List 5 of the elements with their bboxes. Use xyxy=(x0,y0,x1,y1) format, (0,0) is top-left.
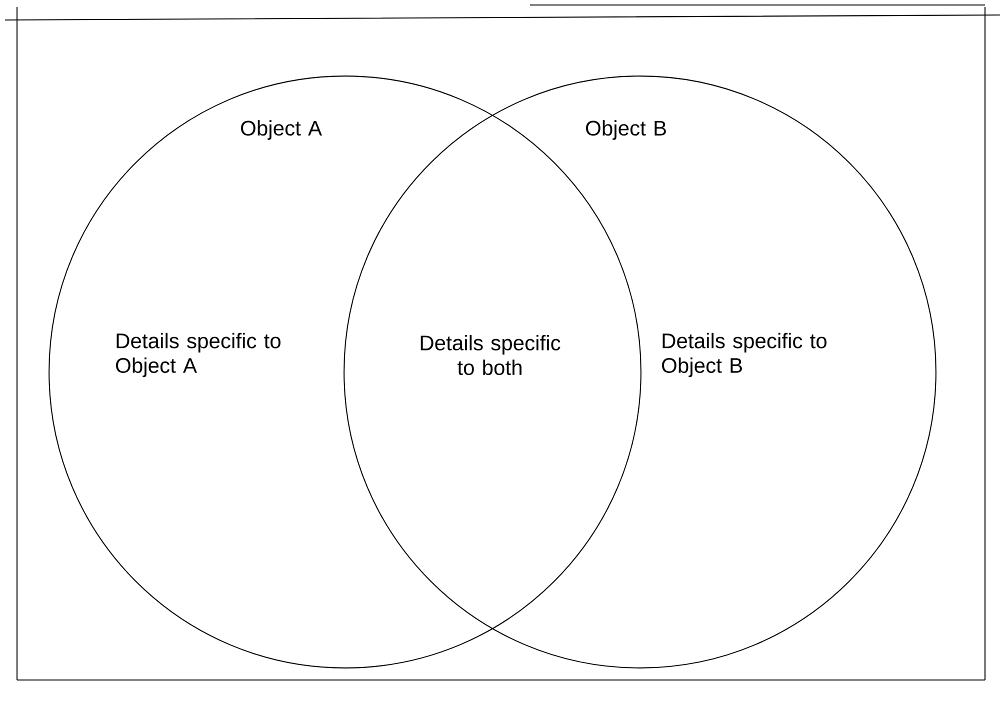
circle-label: Details specific to Object B xyxy=(662,332,826,378)
circle-label: Object B xyxy=(586,120,666,140)
circle-label: Details specific to Object A xyxy=(116,332,280,378)
overlap-label: Details specific to both xyxy=(420,334,560,376)
circle-label: Object A xyxy=(241,120,322,140)
